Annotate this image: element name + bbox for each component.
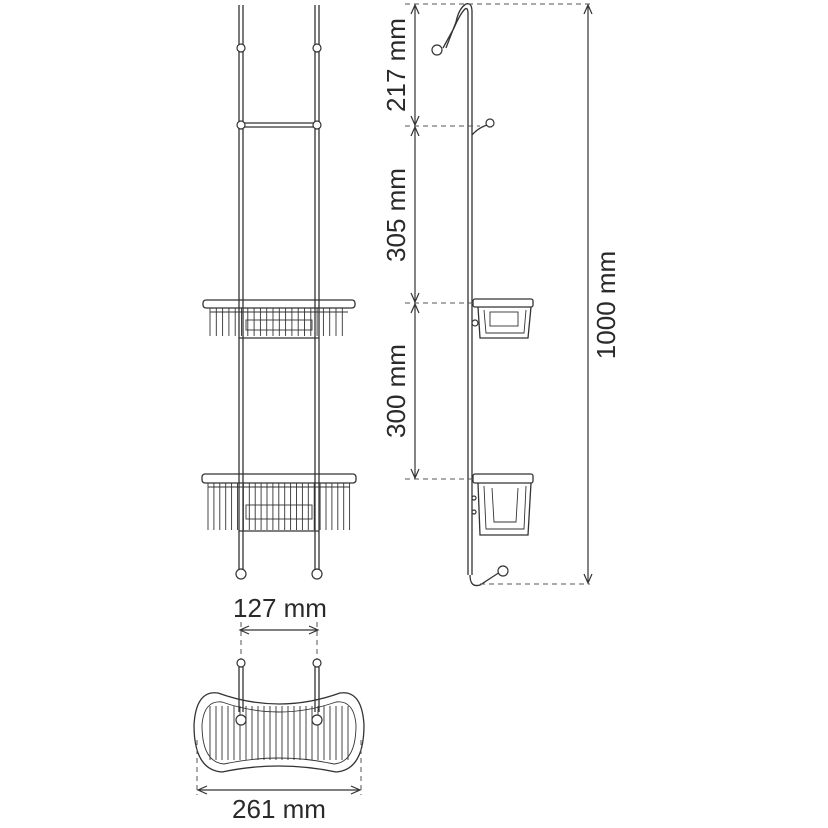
side-rod <box>445 3 473 575</box>
side-upper-basket <box>471 298 534 339</box>
side-dimension-line-total <box>583 3 593 585</box>
top-dimension-width <box>196 740 362 795</box>
side-middle-hook <box>471 124 488 136</box>
front-view <box>201 5 357 580</box>
front-crossbar <box>236 120 322 130</box>
dim-label-217: 217 mm <box>381 18 411 112</box>
front-upper-basket <box>202 299 356 339</box>
side-top-hook-knob <box>431 44 443 56</box>
top-dimension-rod-spacing <box>238 622 320 660</box>
dim-label-127: 127 mm <box>233 593 327 623</box>
front-upper-knob-left <box>236 43 246 53</box>
top-view: 127 mm 261 mm <box>193 593 365 824</box>
top-basket-outline <box>193 692 365 773</box>
side-lower-basket <box>471 473 534 536</box>
side-dimension-line-left <box>410 3 420 480</box>
dim-label-261: 261 mm <box>232 794 326 824</box>
front-lower-basket <box>201 473 357 532</box>
side-bottom-hook <box>469 571 501 587</box>
front-upper-knob-right <box>312 43 322 53</box>
dim-label-300: 300 mm <box>381 344 411 438</box>
front-bottom-knob-left <box>235 568 247 580</box>
dim-label-305: 305 mm <box>381 168 411 262</box>
front-rods <box>238 5 320 575</box>
front-bottom-knob-right <box>311 568 323 580</box>
dim-label-1000: 1000 mm <box>591 251 621 359</box>
side-view: 217 mm 305 mm 300 mm 1000 mm <box>381 3 621 587</box>
